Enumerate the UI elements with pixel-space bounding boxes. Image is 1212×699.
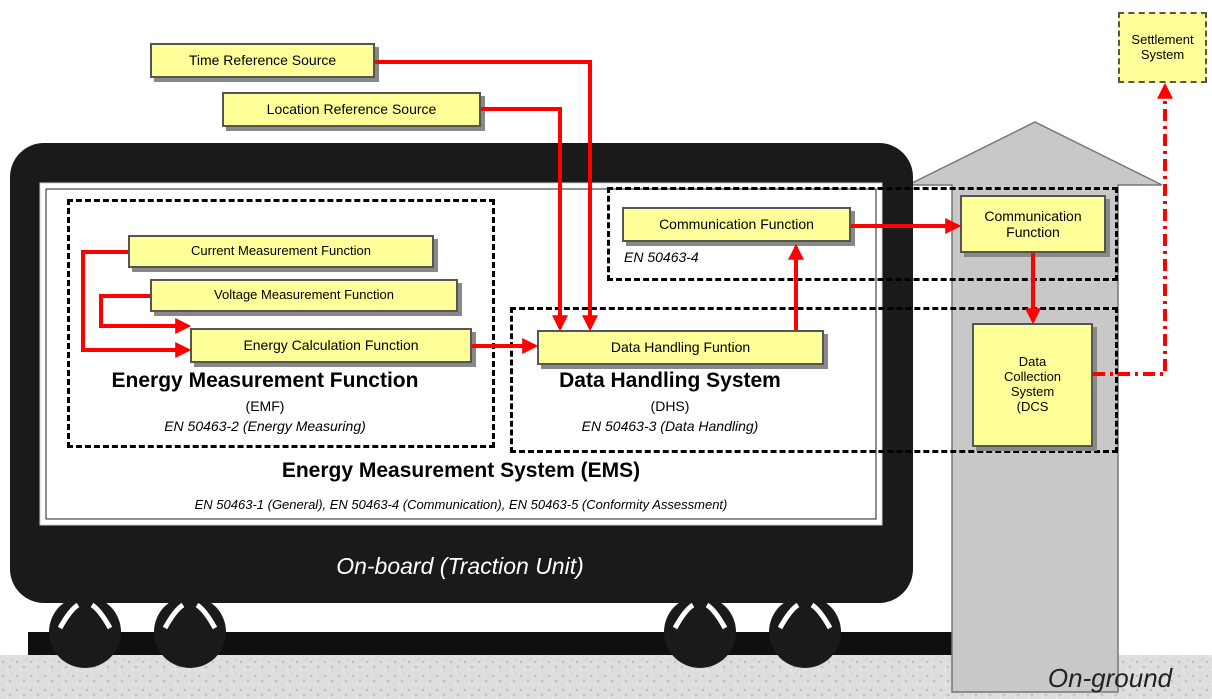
data-handling-function-box: Data Handling Funtion	[537, 330, 824, 365]
emf-abbr: (EMF)	[245, 398, 285, 414]
onboard-label: On-board (Traction Unit)	[336, 553, 584, 579]
wheels	[49, 596, 841, 668]
current-measurement-function-box: Current Measurement Function	[128, 235, 434, 268]
emf-title: Energy Measurement Function	[111, 369, 419, 392]
location-reference-source-box: Location Reference Source	[222, 92, 481, 127]
dhs-abbr: (DHS)	[650, 398, 690, 414]
ems-standards: EN 50463-1 (General), EN 50463-4 (Commun…	[194, 497, 728, 512]
ems-title: Energy Measurement System (EMS)	[281, 459, 641, 482]
dhs-title: Data Handling System	[559, 369, 781, 392]
time-reference-source-box: Time Reference Source	[150, 43, 375, 78]
voltage-measurement-function-box: Voltage Measurement Function	[150, 279, 458, 312]
rail	[28, 632, 986, 655]
dhs-standard: EN 50463-3 (Data Handling)	[581, 418, 759, 434]
comm-standard: EN 50463-4	[624, 249, 699, 265]
communication-function-onboard-box: Communication Function	[622, 207, 851, 242]
dhs-group-box	[510, 307, 1118, 453]
onground-label: On-ground	[1047, 663, 1173, 693]
emf-standard: EN 50463-2 (Energy Measuring)	[164, 418, 366, 434]
energy-calculation-function-box: Energy Calculation Function	[190, 328, 472, 363]
